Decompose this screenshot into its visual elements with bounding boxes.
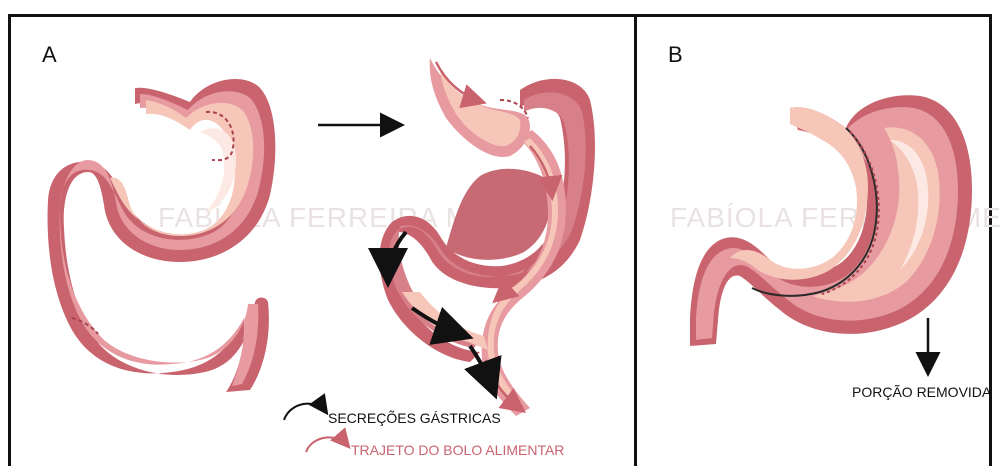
stomach-original — [48, 79, 276, 392]
legend-food-path-label: TRAJETO DO BOLO ALIMENTAR — [351, 442, 564, 458]
removed-portion-label: PORÇÃO REMOVIDA — [852, 384, 991, 400]
legend-food-arrow — [306, 437, 348, 452]
legend-secretions-arrow — [284, 404, 326, 420]
stomach-sleeve — [690, 95, 972, 346]
legend-secretions-label: SECREÇÕES GÁSTRICAS — [328, 410, 501, 426]
stomach-bypass — [379, 58, 595, 416]
